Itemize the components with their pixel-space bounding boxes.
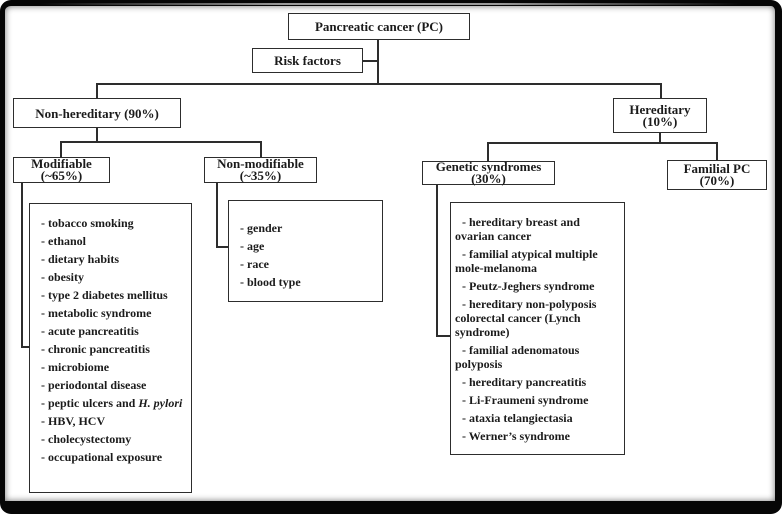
node-risk-factors: Risk factors [252, 48, 363, 73]
node-pancreatic-cancer: Pancreatic cancer (PC) [288, 13, 470, 40]
connector-line [96, 127, 98, 143]
list-genetic-syndromes: - hereditary breast and ovarian cancer - … [450, 202, 625, 455]
list-item: - Li-Fraumeni syndrome [462, 393, 589, 407]
list-item: - microbiome [41, 360, 110, 374]
connector-line [377, 40, 379, 84]
node-non-hereditary: Non-hereditary (90%) [13, 98, 181, 128]
connector-line [659, 133, 661, 144]
list-item: - acute pancreatitis [41, 324, 139, 338]
connector-line [436, 185, 438, 337]
list-item: - dietary habits [41, 252, 119, 266]
connector-line [60, 141, 62, 158]
connector-line [96, 83, 98, 99]
list-item: - Peutz-Jeghers syndrome [462, 279, 595, 293]
list-item: - chronic pancreatitis [41, 342, 150, 356]
list-item: - hereditary non-polyposis colorectal ca… [455, 297, 597, 339]
list-item: - gender [240, 221, 283, 235]
connector-line [96, 83, 662, 85]
list-item: - obesity [41, 270, 84, 284]
node-familial-pc: Familial PC (70%) [667, 160, 767, 190]
connector-line [260, 141, 262, 158]
connector-line [660, 83, 662, 99]
list-item: - cholecystectomy [41, 432, 132, 446]
list-item: - blood type [240, 275, 301, 289]
connector-line [436, 335, 452, 337]
node-hereditary: Hereditary (10%) [613, 98, 707, 133]
connector-line [60, 141, 262, 143]
node-genetic-syndromes: Genetic syndromes (30%) [422, 160, 555, 185]
connector-line [363, 60, 379, 62]
list-non-modifiable-factors: - gender - age - race - blood type [228, 200, 383, 302]
node-modifiable: Modifiable (~65%) [13, 157, 110, 183]
list-modifiable-factors: - tobacco smoking - ethanol - dietary habi… [29, 203, 192, 493]
list-item: - Werner’s syndrome [462, 429, 570, 443]
list-item: - race [240, 257, 269, 271]
connector-line [21, 346, 31, 348]
list-item: - familial atypical multiple mole-melano… [455, 247, 598, 275]
list-item: - metabolic syndrome [41, 306, 152, 320]
list-item: - HBV, HCV [41, 414, 106, 428]
connector-line [487, 142, 718, 144]
connector-line [716, 142, 718, 161]
list-item: - hereditary pancreatitis [462, 375, 587, 389]
list-item: - periodontal disease [41, 378, 147, 392]
list-item: - occupational exposure [41, 450, 163, 464]
list-item: - familial adenomatous polyposis [455, 343, 580, 371]
list-item: - ethanol [41, 234, 86, 248]
list-item: - tobacco smoking [41, 216, 134, 230]
list-item: - peptic ulcers and H. pylori [41, 396, 183, 410]
connector-line [21, 182, 23, 348]
list-item: - age [240, 239, 265, 253]
list-item: - type 2 diabetes mellitus [41, 288, 168, 302]
connector-line [487, 142, 489, 161]
list-item: - hereditary breast and ovarian cancer [455, 215, 580, 243]
node-non-modifiable: Non-modifiable (~35%) [204, 157, 317, 183]
connector-line [216, 246, 230, 248]
list-item: - ataxia telangiectasia [462, 411, 573, 425]
connector-line [216, 182, 218, 248]
